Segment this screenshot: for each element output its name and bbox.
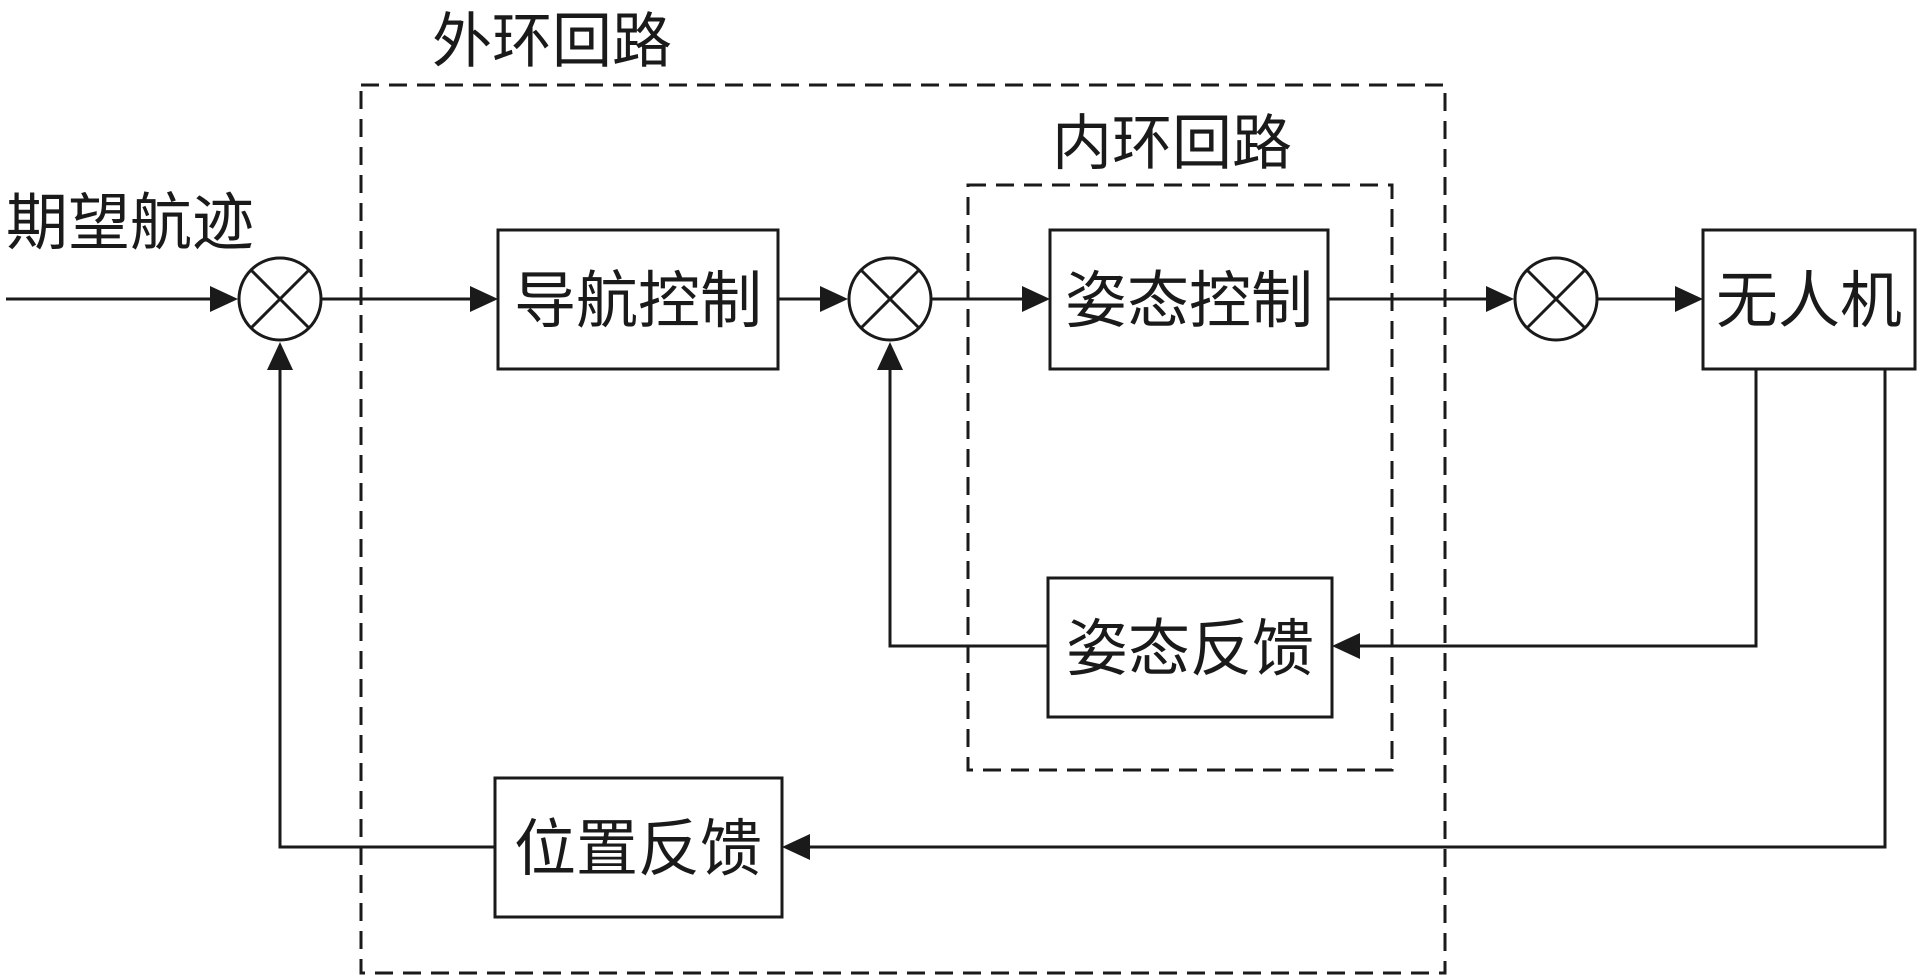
sum2-feedback-arrowhead [877, 342, 903, 370]
uav-block [1701, 228, 1917, 371]
outer-loop-boundary [359, 83, 1447, 975]
outer-loop-label: 外环回路 [432, 7, 672, 77]
attitude-control-block [1048, 228, 1330, 371]
input-label: 期望航迹 [6, 186, 254, 259]
summing-junction-2 [847, 256, 933, 342]
inner-loop-boundary [966, 183, 1394, 772]
posfb-arrowhead [782, 834, 810, 860]
sum1-feedback-arrowhead [267, 342, 293, 370]
attitude-feedback-label: 姿态反馈 [1066, 612, 1314, 685]
position-feedback-label: 位置反馈 [514, 812, 762, 885]
position-feedback-block [493, 776, 784, 919]
attfb-arrowhead [1332, 633, 1360, 659]
uav-to-posfb-line [808, 370, 1887, 849]
uav-arrowhead [1675, 286, 1703, 312]
att-arrowhead [1022, 286, 1050, 312]
attitude-control-label: 姿态控制 [1065, 264, 1313, 337]
nav-arrowhead [470, 286, 498, 312]
navigation-control-block [496, 228, 780, 371]
summing-junction-3 [1513, 256, 1599, 342]
sum2-arrowhead [820, 286, 848, 312]
posfb-to-sum1-line [278, 368, 495, 849]
attitude-feedback-block [1046, 576, 1334, 719]
input-arrowhead [210, 286, 238, 312]
uav-label: 无人机 [1716, 264, 1902, 337]
inner-loop-label: 内环回路 [1052, 109, 1292, 179]
attfb-to-sum2-line [888, 368, 1048, 648]
sum3-arrowhead [1486, 286, 1514, 312]
navigation-control-label: 导航控制 [514, 264, 762, 337]
summing-junction-1 [237, 256, 323, 342]
uav-to-attfb-line [1358, 370, 1758, 648]
